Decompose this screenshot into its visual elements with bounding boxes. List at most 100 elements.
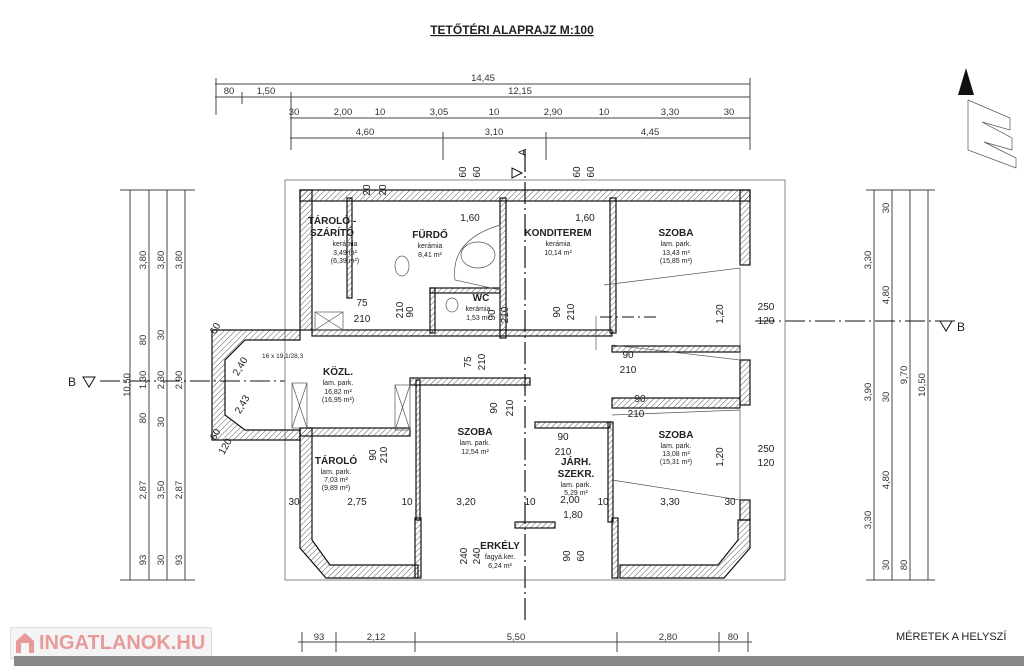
svg-text:SZOBA: SZOBA <box>659 228 694 239</box>
dim-label: 2,90 <box>174 371 185 390</box>
inner-dim-label: 90 <box>562 550 573 562</box>
svg-text:kerámia: kerámia <box>466 306 491 313</box>
plan-title: TETŐTÉRI ALAPRAJZ M:100 <box>430 22 594 37</box>
svg-text:SZOBA: SZOBA <box>458 427 493 438</box>
dim-label: 2,90 <box>544 107 563 118</box>
svg-text:5,29 m²: 5,29 m² <box>564 490 588 497</box>
dim-label: 30 <box>156 417 167 428</box>
inner-dim-label: 60 <box>572 166 583 178</box>
svg-text:1,53 m²: 1,53 m² <box>466 315 490 322</box>
inner-dim-label: 10 <box>597 497 609 508</box>
svg-text:KONDITEREM: KONDITEREM <box>524 228 591 239</box>
dim-label: 80 <box>728 632 739 643</box>
dim-label: 30 <box>156 330 167 341</box>
dim-label: 3,80 <box>156 251 167 270</box>
dim-label: 9,70 <box>899 366 910 385</box>
dim-label: 4,45 <box>641 127 660 138</box>
dim-label: 5,50 <box>507 632 526 643</box>
inner-dim-label: 75 <box>356 298 368 309</box>
room-erkely: ERKÉLY fagyá.ker. 6,24 m² <box>480 539 520 570</box>
inner-dim-label: 90 <box>622 350 634 361</box>
dim-label: 80 <box>138 335 149 346</box>
inner-dim-label: 2,43 <box>233 393 252 416</box>
dim-label: 10 <box>375 107 386 118</box>
svg-text:JÁRH.: JÁRH. <box>561 455 591 468</box>
inner-dim-label: 120 <box>758 458 775 469</box>
dim-label: 4,80 <box>881 471 892 490</box>
dim-label: 12,15 <box>508 86 532 97</box>
north-arrow-icon <box>958 68 1017 169</box>
svg-text:lam. park.: lam. park. <box>661 443 692 450</box>
dim-label: 93 <box>174 555 185 566</box>
inner-dim-label: 3,30 <box>660 497 680 508</box>
room-szoba-mid: SZOBA lam. park. 12,54 m² <box>458 427 493 456</box>
bottom-dimensions: 93 2,12 5,50 2,80 80 <box>298 632 752 652</box>
toilet-icon <box>445 297 459 313</box>
svg-text:12,54 m²: 12,54 m² <box>461 449 489 456</box>
room-wc: WC kerámia 1,53 m² <box>466 293 491 322</box>
inner-dim-label: 1,60 <box>575 213 595 224</box>
svg-text:3,49 m²: 3,49 m² <box>333 250 357 257</box>
room-szoba-ne: SZOBA lam. park. 13,43 m² (15,85 m²) <box>659 228 694 265</box>
inner-dim-label: 60 <box>576 550 587 562</box>
svg-text:(9,89 m²): (9,89 m²) <box>322 485 350 492</box>
walls <box>211 189 751 579</box>
svg-text:(15,31 m²): (15,31 m²) <box>660 459 692 466</box>
svg-text:13,43 m²: 13,43 m² <box>662 250 690 257</box>
inner-dim-label: 210 <box>628 409 645 420</box>
room-szoba-se: SZOBA lam. park. 13,08 m² (15,31 m²) <box>659 430 694 466</box>
inner-dim-label: 210 <box>379 446 390 463</box>
dim-label: 4,80 <box>881 286 892 305</box>
footer-note: MÉRETEK A HELYSZÍ <box>896 631 1007 643</box>
svg-text:SZEKR.: SZEKR. <box>558 469 595 480</box>
dim-label: 3,80 <box>138 251 149 270</box>
room-tarolo-szarito: TÁROLÓ - SZÁRÍTÓ kerámia 3,49 m² (6,39 m… <box>308 214 359 265</box>
horizontal-scrollbar[interactable] <box>14 656 1024 666</box>
top-dimensions: 14,45 80 1,50 12,15 30 2,00 10 3,05 10 2… <box>215 73 751 160</box>
inner-dim-label: 210 <box>566 303 577 320</box>
dim-label: 3,50 <box>156 481 167 500</box>
dim-label: 4,60 <box>356 127 375 138</box>
svg-text:(16,95 m²): (16,95 m²) <box>322 397 354 404</box>
inner-dim-label: 240 <box>459 547 470 564</box>
svg-text:10,14 m²: 10,14 m² <box>544 250 572 257</box>
svg-text:TÁROLÓ -: TÁROLÓ - <box>308 214 356 227</box>
inner-dim-label: 75 <box>463 356 474 368</box>
svg-text:13,08 m²: 13,08 m² <box>662 451 690 458</box>
inner-dim-label: 250 <box>758 302 775 313</box>
inner-dim-label: 210 <box>477 353 488 370</box>
svg-text:lam. park.: lam. park. <box>561 482 592 489</box>
svg-text:kerámia: kerámia <box>546 241 571 248</box>
inner-dim-label: 60 <box>458 166 469 178</box>
svg-text:lam. park.: lam. park. <box>661 241 692 248</box>
svg-text:lam. park.: lam. park. <box>321 469 352 476</box>
inner-dim-label: 20 <box>362 184 373 196</box>
fixtures <box>291 224 741 501</box>
svg-text:FÜRDŐ: FÜRDŐ <box>412 228 448 241</box>
inner-dim-label: 90 <box>368 449 379 461</box>
svg-text:16,82 m²: 16,82 m² <box>324 389 352 396</box>
right-dimensions: 3,30 3,90 3,30 30 4,80 30 4,80 30 9,70 8… <box>755 189 965 581</box>
inner-dim-label: 10 <box>401 497 413 508</box>
svg-text:kerámia: kerámia <box>333 241 358 248</box>
inner-dim-label: 30 <box>724 497 736 508</box>
dim-label: 3,80 <box>174 251 185 270</box>
inner-dim-label: 90 <box>557 432 569 443</box>
dim-label: 30 <box>724 107 735 118</box>
inner-dim-label: 120 <box>758 316 775 327</box>
svg-text:lam. park.: lam. park. <box>460 440 491 447</box>
svg-text:SZÁRÍTÓ: SZÁRÍTÓ <box>310 226 354 239</box>
dim-label: 2,12 <box>367 632 386 643</box>
dim-label: 30 <box>881 560 892 571</box>
dim-label: 93 <box>314 632 325 643</box>
svg-text:fagyá.ker.: fagyá.ker. <box>485 554 515 561</box>
inner-dim-label: 60 <box>208 427 223 443</box>
dim-label: 1,50 <box>257 86 276 97</box>
inner-dim-label: 210 <box>354 314 371 325</box>
dim-label: 30 <box>881 203 892 214</box>
dim-label: 3,30 <box>863 511 874 530</box>
svg-text:lam. park.: lam. park. <box>323 380 354 387</box>
dim-label: 93 <box>138 555 149 566</box>
